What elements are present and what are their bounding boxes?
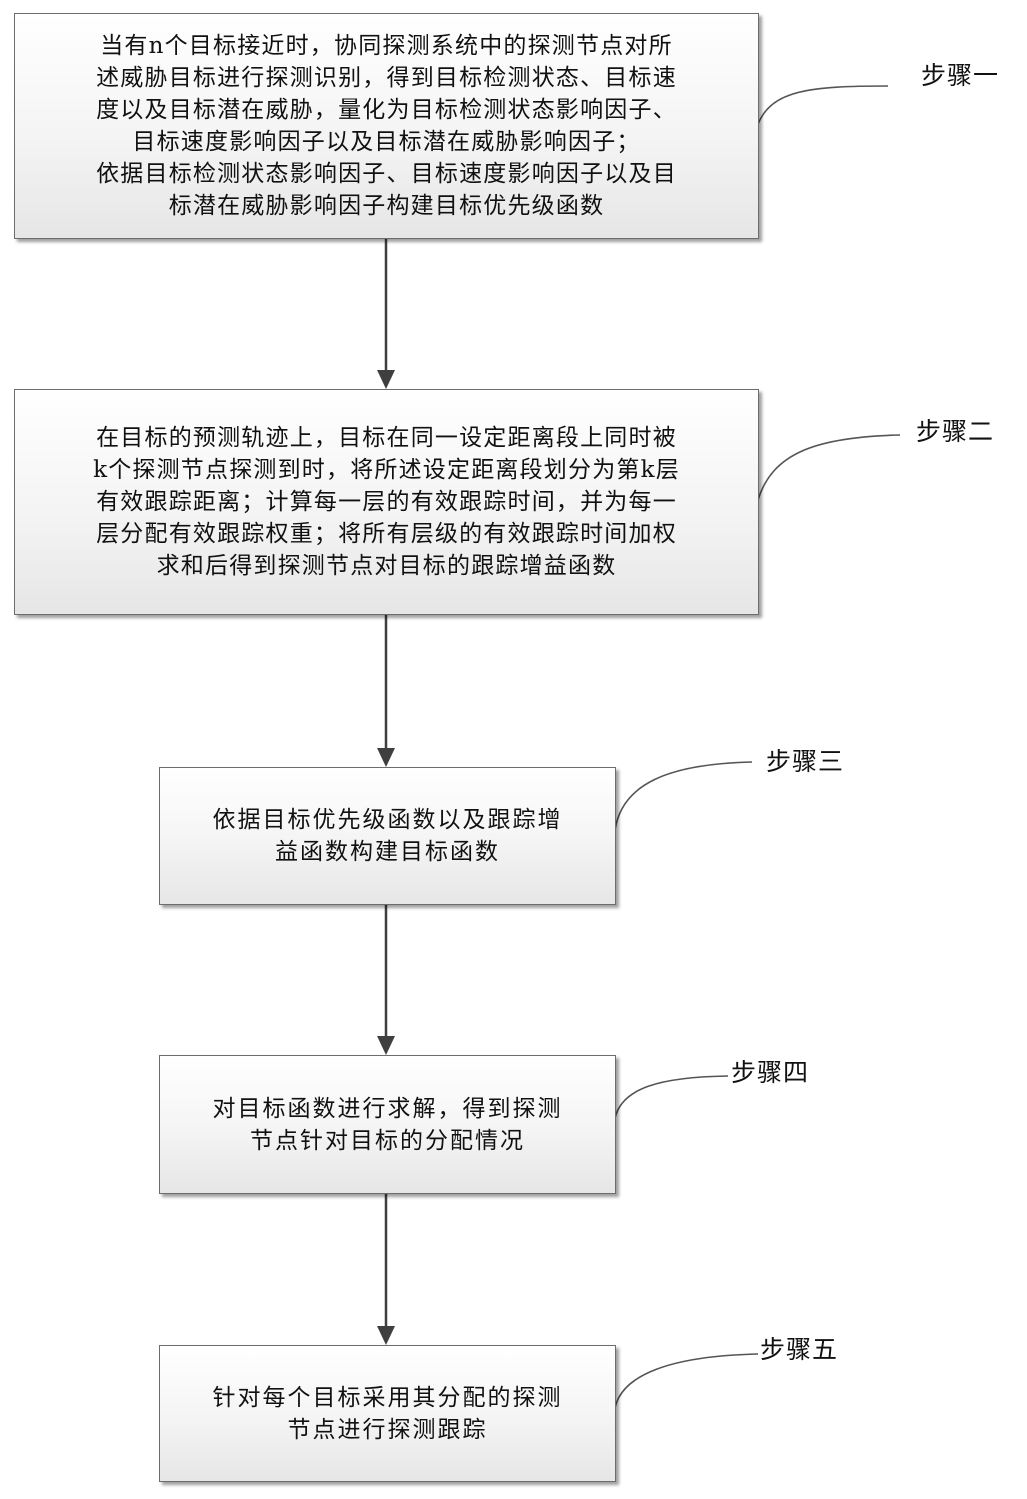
step3-box: 依据目标优先级函数以及跟踪增 益函数构建目标函数 [159,767,616,905]
step4-box: 对目标函数进行求解，得到探测 节点针对目标的分配情况 [159,1055,616,1194]
leader-line-step3 [614,761,753,831]
arrowhead-step5 [377,1326,395,1345]
step5-label: 步骤五 [760,1335,839,1364]
leader-line-step5 [614,1353,759,1409]
step4-text: 对目标函数进行求解，得到探测 节点针对目标的分配情况 [212,1095,563,1154]
step5-text: 针对每个目标采用其分配的探测 节点进行探测跟踪 [212,1384,563,1443]
step5-box: 针对每个目标采用其分配的探测 节点进行探测跟踪 [159,1345,616,1482]
arrowhead-step2 [377,370,395,389]
step3-text: 依据目标优先级函数以及跟踪增 益函数构建目标函数 [212,807,563,865]
leader-line-step1 [757,85,889,125]
step3-label: 步骤三 [766,747,845,776]
step1-box: 当有n个目标接近时，协同探测系统中的探测节点对所 述威胁目标进行探测识别，得到目… [14,13,759,239]
step2-label: 步骤二 [916,417,995,446]
leader-line-step4 [614,1075,729,1119]
leader-line-step2 [757,434,901,501]
arrowhead-step3 [377,748,395,767]
step4-label: 步骤四 [731,1058,810,1087]
step2-text: 在目标的预测轨迹上，目标在同一设定距离段上同时被 k个探测节点探测到时，将所述设… [93,425,680,579]
step1-text: 当有n个目标接近时，协同探测系统中的探测节点对所 述威胁目标进行探测识别，得到目… [96,33,677,219]
arrowhead-step4 [377,1036,395,1055]
step2-box: 在目标的预测轨迹上，目标在同一设定距离段上同时被 k个探测节点探测到时，将所述设… [14,389,759,615]
step1-label: 步骤一 [921,61,1000,90]
